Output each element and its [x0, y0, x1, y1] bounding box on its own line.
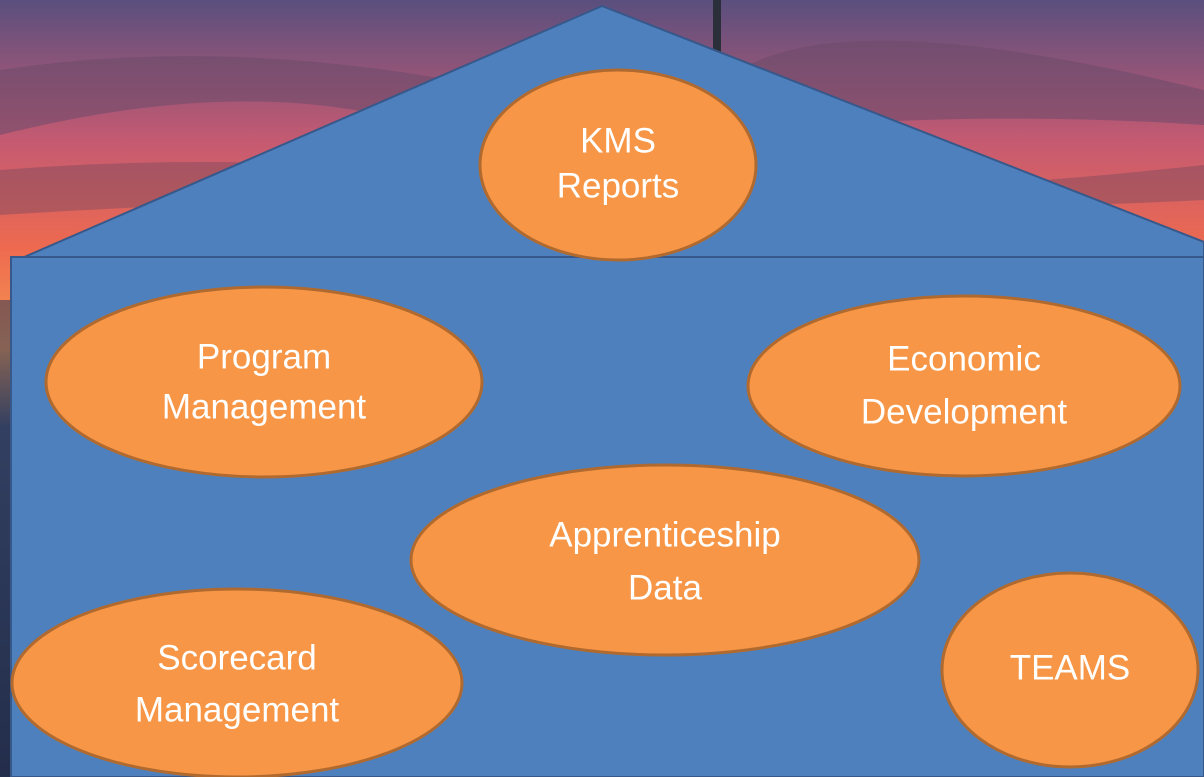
- node-scorecard-management: Scorecard Management: [10, 587, 464, 777]
- node-teams: TEAMS: [940, 571, 1200, 769]
- node-economic-development-line-1: Economic: [887, 339, 1041, 378]
- node-teams-line-1: TEAMS: [1010, 648, 1131, 687]
- node-program-management: Program Management: [44, 285, 484, 479]
- node-scorecard-management-line-1: Scorecard: [157, 638, 317, 677]
- node-kms-reports: KMS Reports: [478, 68, 758, 262]
- node-apprenticeship-data: Apprenticeship Data: [409, 463, 921, 657]
- node-program-management-line-1: Program: [197, 337, 331, 376]
- node-program-management-line-2: Management: [162, 387, 367, 426]
- node-kms-reports-line-2: Reports: [557, 166, 680, 205]
- node-economic-development-line-2: Development: [861, 392, 1067, 431]
- node-scorecard-management-line-2: Management: [135, 690, 340, 729]
- node-apprenticeship-data-line-2: Data: [628, 568, 702, 607]
- mast: [713, 0, 721, 55]
- node-kms-reports-line-1: KMS: [580, 121, 656, 160]
- node-economic-development: Economic Development: [746, 294, 1182, 478]
- node-apprenticeship-data-line-1: Apprenticeship: [549, 515, 781, 554]
